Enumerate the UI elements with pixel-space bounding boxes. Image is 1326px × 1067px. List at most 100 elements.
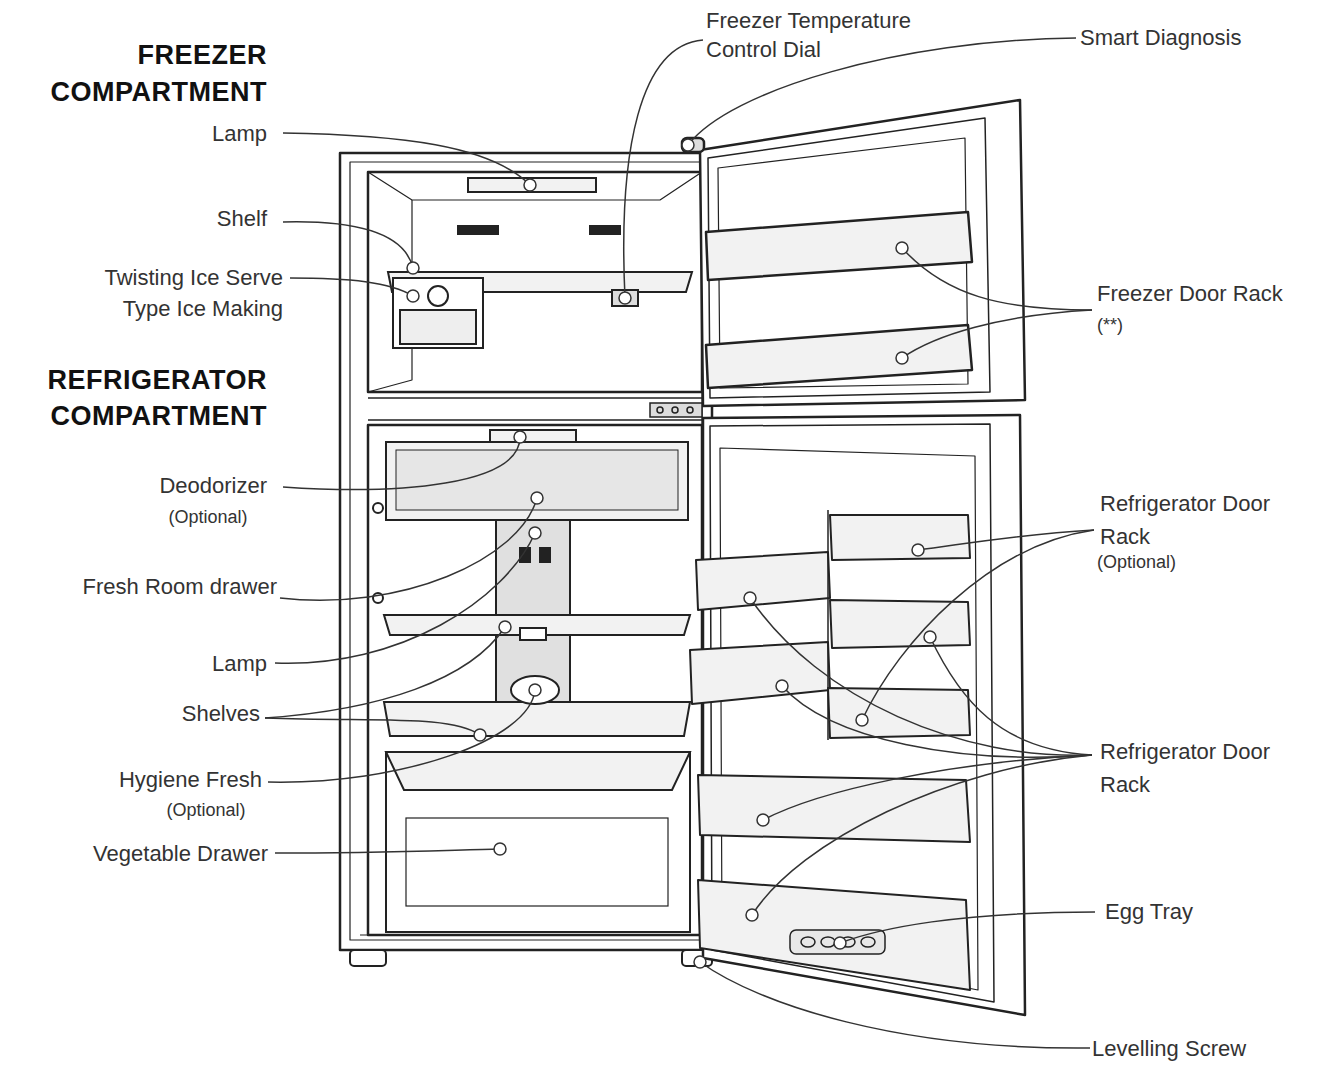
ice-bin xyxy=(400,310,476,344)
leader-dot xyxy=(746,909,758,921)
leader-line xyxy=(283,222,413,268)
leader-dot xyxy=(619,292,631,304)
leader-dot xyxy=(896,242,908,254)
leader-dot xyxy=(744,592,756,604)
leader-dot xyxy=(514,431,526,443)
base-line xyxy=(360,934,702,935)
leader-dot xyxy=(407,290,419,302)
door-bin xyxy=(696,552,830,610)
leader-dot xyxy=(834,937,846,949)
note-label: (Optional) xyxy=(1097,550,1237,574)
feet xyxy=(350,950,712,966)
leader-dot xyxy=(776,680,788,692)
egg-cup xyxy=(801,937,815,947)
vent xyxy=(590,226,620,234)
leader-dot xyxy=(494,843,506,855)
drawer-front xyxy=(396,450,678,510)
leader-dot xyxy=(529,527,541,539)
leader-line xyxy=(265,627,505,718)
part-label: Levelling Screw xyxy=(1092,1033,1317,1064)
freezer-door xyxy=(682,100,1025,406)
section-heading: REFRIGERATOR COMPARTMENT xyxy=(5,362,267,434)
leader-line xyxy=(275,849,500,853)
door-bin xyxy=(698,775,970,842)
note-label: (Optional) xyxy=(136,798,276,822)
freezer-cavity xyxy=(368,172,702,392)
fridge-door-racks xyxy=(690,510,970,990)
leader-dot xyxy=(682,139,694,151)
shelf-peg xyxy=(373,503,383,513)
hygiene-fresh-unit xyxy=(511,676,559,704)
leader-line xyxy=(700,962,1090,1048)
part-label: Freezer Temperature Control Dial xyxy=(706,6,956,64)
leader-line xyxy=(750,598,1092,755)
leader-line xyxy=(280,498,537,600)
leader-line xyxy=(283,133,530,185)
leader-line xyxy=(275,533,535,663)
vegetable-drawer xyxy=(386,752,690,932)
leader-line xyxy=(763,755,1092,820)
part-label: Vegetable Drawer xyxy=(8,838,268,869)
leader-dot xyxy=(912,544,924,556)
part-label: Fresh Room drawer xyxy=(7,571,277,602)
part-label: Refrigerator Door Rack xyxy=(1100,735,1315,801)
freezer-fittings xyxy=(388,178,692,348)
note-label: (**) xyxy=(1097,313,1197,337)
panel-button xyxy=(657,407,663,413)
part-label: Egg Tray xyxy=(1105,896,1305,927)
part-label: Twisting Ice Serve Type Ice Making xyxy=(67,262,283,324)
part-label: Hygiene Fresh xyxy=(42,764,262,795)
door-bin xyxy=(698,880,970,990)
leader-dot xyxy=(896,352,908,364)
part-label: Lamp xyxy=(47,118,267,149)
control-panel xyxy=(650,403,702,417)
bin-rail xyxy=(827,510,829,740)
leader-line xyxy=(290,278,413,296)
drawer-cover xyxy=(386,752,690,790)
leader-line xyxy=(624,40,703,298)
cabinet-outline xyxy=(340,153,712,950)
part-label: Lamp xyxy=(47,648,267,679)
part-label: Refrigerator Door Rack xyxy=(1100,487,1315,553)
foot xyxy=(350,950,386,966)
compartment-divider xyxy=(368,419,702,421)
leader-dot xyxy=(694,956,706,968)
deodorizer-strip xyxy=(490,430,576,442)
leader-line xyxy=(930,637,1092,755)
door-bin xyxy=(830,600,970,648)
leader-dot xyxy=(499,621,511,633)
door-bin xyxy=(690,642,830,704)
door-bin xyxy=(830,515,970,560)
leader-dot xyxy=(757,814,769,826)
leader-line xyxy=(265,718,480,735)
leader-line xyxy=(902,310,1092,358)
egg-cup xyxy=(861,937,875,947)
fridge-fittings xyxy=(373,430,690,932)
compartment-divider xyxy=(368,397,702,399)
freezer-door-rack xyxy=(706,325,972,388)
freezer-door-rack xyxy=(706,212,972,280)
panel xyxy=(650,403,702,417)
leader-line xyxy=(840,912,1095,943)
part-label: Shelf xyxy=(47,203,267,234)
section-heading: FREEZER COMPARTMENT xyxy=(5,37,267,111)
fresh-room-drawer xyxy=(386,442,688,520)
leader-dot xyxy=(924,631,936,643)
freezer-lamp xyxy=(468,178,596,192)
ice-maker xyxy=(393,278,483,348)
part-label: Shelves xyxy=(40,698,260,729)
note-label: (Optional) xyxy=(138,505,278,529)
leader-dots xyxy=(407,139,936,968)
panel-button xyxy=(687,407,693,413)
part-label: Freezer Door Rack xyxy=(1097,278,1322,309)
part-label: Smart Diagnosis xyxy=(1080,22,1320,53)
leader-line xyxy=(862,530,1094,720)
leader-dot xyxy=(524,179,536,191)
leader-dot xyxy=(529,684,541,696)
freezer-back-wall xyxy=(368,172,702,200)
vent xyxy=(458,226,498,234)
part-label: Deodorizer xyxy=(37,470,267,501)
door-bin xyxy=(828,688,970,738)
